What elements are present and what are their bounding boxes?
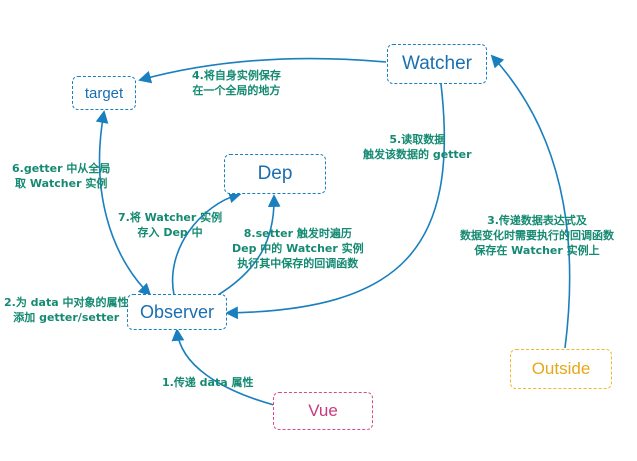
dep-node-label: Dep <box>257 163 293 184</box>
step3-line1: 3.传递数据表达式及 <box>487 214 587 227</box>
step3-line2: 数据变化时需要执行的回调函数 <box>460 229 614 242</box>
observer-node[interactable]: Observer <box>127 294 227 330</box>
step4-line2: 在一个全局的地方 <box>192 84 281 97</box>
step7-line2: 存入 Dep 中 <box>137 226 203 239</box>
step2-label: 2.为 data 中对象的属性 添加 getter/setter <box>4 295 128 325</box>
step2-line2: 添加 getter/setter <box>13 311 120 324</box>
step4-label: 4.将自身实例保存 在一个全局的地方 <box>192 68 281 98</box>
outside-node-label: Outside <box>531 359 591 378</box>
step7-line1: 7.将 Watcher 实例 <box>118 211 223 224</box>
step6-line1: 6.getter 中从全局 <box>12 162 111 175</box>
step6-label: 6.getter 中从全局 取 Watcher 实例 <box>12 161 110 191</box>
vue-node-label: Vue <box>308 401 338 420</box>
arrow-observer-to-dep <box>171 190 242 296</box>
watcher-node-label: Watcher <box>401 53 473 74</box>
step1-label: 1.传递 data 属性 <box>162 375 253 390</box>
step8-line3: 执行其中保存的回调函数 <box>237 257 359 270</box>
step4-line1: 4.将自身实例保存 <box>192 69 281 82</box>
step3-label: 3.传递数据表达式及 数据变化时需要执行的回调函数 保存在 Watcher 实例… <box>460 213 614 258</box>
target-node[interactable]: target <box>72 76 136 110</box>
observer-node-label: Observer <box>139 301 215 322</box>
outside-node[interactable]: Outside <box>510 349 612 389</box>
arrow-observer-to-dep-setter <box>217 194 281 296</box>
arrow-outside-to-watcher <box>490 54 571 349</box>
step8-line2: Dep 中的 Watcher 实例 <box>232 242 364 255</box>
arrow-vue-to-observer <box>171 328 275 406</box>
target-node-label: target <box>84 84 124 102</box>
step5-line1: 5.读取数据 <box>389 133 446 146</box>
step5-label: 5.读取数据 触发该数据的 getter <box>363 132 472 162</box>
step2-line1: 2.为 data 中对象的属性 <box>4 296 129 309</box>
step8-line1: 8.setter 触发时遍历 <box>243 227 352 240</box>
step6-line2: 取 Watcher 实例 <box>15 177 108 190</box>
dep-node[interactable]: Dep <box>224 154 326 194</box>
step5-line2: 触发该数据的 getter <box>363 148 472 161</box>
step3-line3: 保存在 Watcher 实例上 <box>474 244 600 257</box>
watcher-node[interactable]: Watcher <box>387 44 487 84</box>
step1-line1: 1.传递 data 属性 <box>162 376 254 389</box>
arrow-target-observer <box>95 110 152 297</box>
arrow-watcher-to-observer <box>225 83 446 320</box>
arrow-watcher-to-target <box>138 57 387 84</box>
step7-label: 7.将 Watcher 实例 存入 Dep 中 <box>118 210 222 240</box>
step8-label: 8.setter 触发时遍历 Dep 中的 Watcher 实例 执行其中保存的… <box>232 226 364 271</box>
vue-node[interactable]: Vue <box>273 392 373 430</box>
